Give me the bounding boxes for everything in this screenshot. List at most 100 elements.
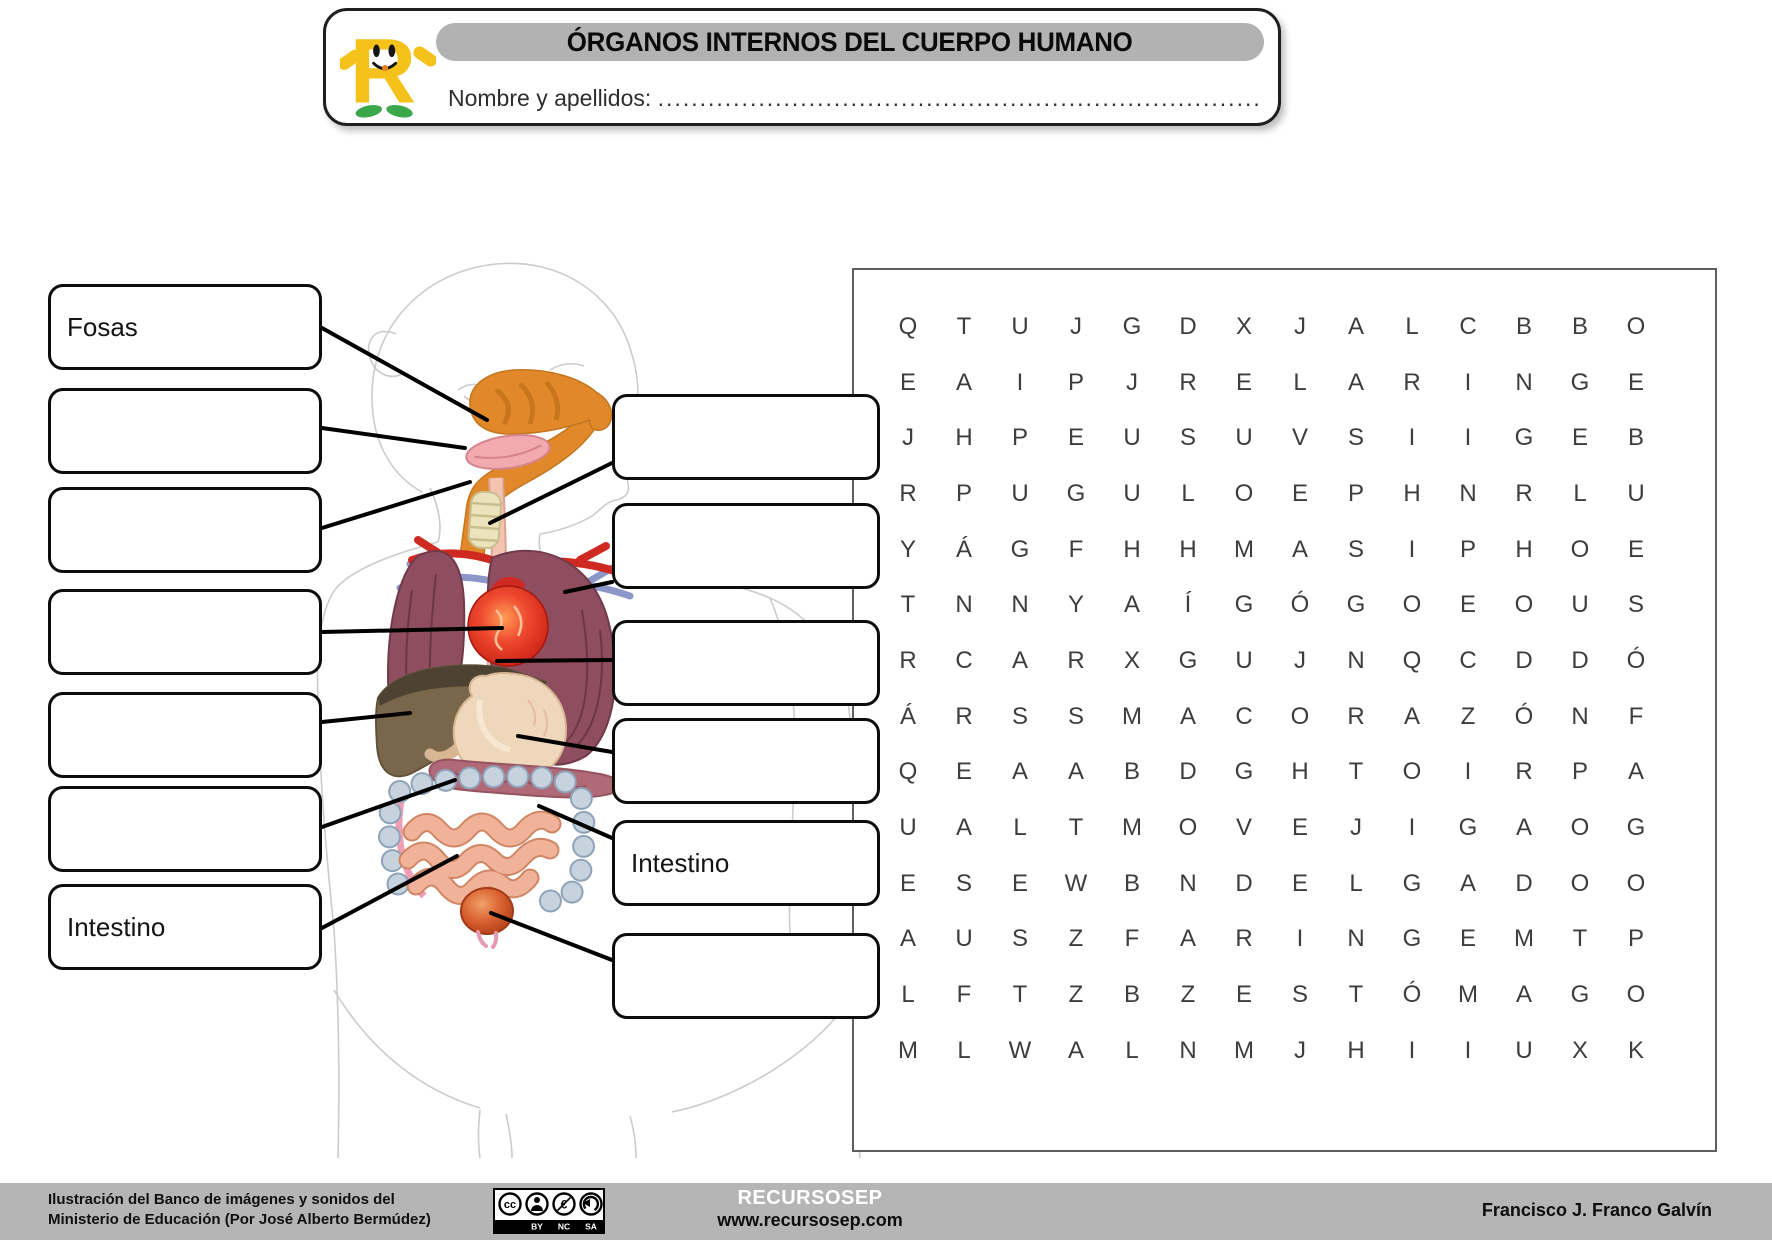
wordsearch-letter: S <box>1291 981 1308 1009</box>
wordsearch-letter: O <box>1402 591 1422 619</box>
answer-slot-left-3[interactable] <box>48 487 322 573</box>
wordsearch-letter: S <box>1067 702 1084 730</box>
site-name: RECURSOSEP <box>737 1187 883 1209</box>
name-fill-in-field[interactable]: ........................................… <box>657 85 1258 111</box>
wordsearch-letter: H <box>1179 535 1197 563</box>
wordsearch-letter: L <box>1125 1036 1139 1064</box>
answer-slot-fosas[interactable]: Fosas <box>48 284 322 370</box>
cc-logo-icon: cc <box>504 1199 516 1211</box>
wordsearch-letter: U <box>1123 424 1141 452</box>
wordsearch-letter: J <box>1294 1036 1306 1064</box>
answer-slot-left-5[interactable] <box>48 692 322 778</box>
wordsearch-letter: U <box>1571 591 1589 619</box>
answer-slot-right-3[interactable] <box>612 620 880 706</box>
wordsearch-letter: F <box>1628 702 1644 730</box>
wordsearch-letter: A <box>1291 535 1308 563</box>
wordsearch-letter: A <box>1515 814 1532 842</box>
answer-slot-intestino-left[interactable]: Intestino <box>48 884 322 970</box>
wordsearch-letter: E <box>1627 535 1644 563</box>
wordsearch-letter: G <box>1066 479 1086 507</box>
wordsearch-letter: J <box>1070 312 1082 340</box>
wordsearch-letter: R <box>1347 702 1365 730</box>
wordsearch-letter: M <box>898 1036 918 1064</box>
wordsearch-letter: E <box>1291 814 1308 842</box>
site-url-link[interactable]: www.recursosep.com <box>717 1210 903 1230</box>
wordsearch-letter: E <box>1067 424 1084 452</box>
wordsearch-letter: T <box>1572 925 1588 953</box>
wordsearch-letter: A <box>1067 758 1084 786</box>
wordsearch-letter: P <box>1011 424 1028 452</box>
wordsearch-letter: V <box>1291 424 1308 452</box>
wordsearch-letter: A <box>1179 702 1196 730</box>
wordsearch-letter: A <box>1067 1036 1084 1064</box>
wordsearch-letter: R <box>1067 646 1085 674</box>
wordsearch-letter: L <box>1013 814 1027 842</box>
wordsearch-letter: S <box>1011 925 1028 953</box>
wordsearch-letter: A <box>1627 758 1644 786</box>
wordsearch-letter: N <box>1179 1036 1197 1064</box>
wordsearch-letter: V <box>1235 814 1252 842</box>
wordsearch-letter: A <box>1403 702 1420 730</box>
wordsearch-letter: S <box>1179 424 1196 452</box>
wordsearch-letter: H <box>1123 535 1141 563</box>
wordsearch-letter: R <box>1179 368 1197 396</box>
wordsearch-letter: M <box>1514 925 1534 953</box>
wordsearch-letter: G <box>1122 312 1142 340</box>
wordsearch-letter: G <box>1570 368 1590 396</box>
wordsearch-letter: P <box>955 479 972 507</box>
wordsearch-letter: W <box>1064 869 1088 897</box>
wordsearch-letter: Q <box>1402 646 1422 674</box>
wordsearch-letter: A <box>1347 368 1364 396</box>
wordsearch-letter: S <box>1011 702 1028 730</box>
wordsearch-letter: E <box>1235 368 1252 396</box>
wordsearch-letter: L <box>957 1036 971 1064</box>
trachea <box>467 490 503 550</box>
wordsearch-letter: I <box>1296 925 1304 953</box>
site-block: RECURSOSEP www.recursosep.com <box>660 1187 960 1231</box>
wordsearch-letter: I <box>1016 368 1024 396</box>
wordsearch-letter: Á <box>955 535 972 563</box>
wordsearch-letter: A <box>955 368 972 396</box>
answer-slot-right-6[interactable] <box>612 933 880 1019</box>
credit-line-2: Ministerio de Educación (Por José Albert… <box>48 1210 431 1228</box>
wordsearch-letter: E <box>1627 368 1644 396</box>
wordsearch-letter: D <box>1179 312 1197 340</box>
wordsearch-letter: L <box>1573 479 1587 507</box>
cc-by-nc-sa-badge-icon[interactable]: cc € BY NC SA <box>493 1188 605 1234</box>
wordsearch-letter: Í <box>1184 591 1192 619</box>
answer-slot-intestino-right[interactable]: Intestino <box>612 820 880 906</box>
wordsearch-letter: T <box>1348 981 1364 1009</box>
attribution-person-icon <box>534 1197 540 1203</box>
cc-term-by: BY <box>531 1222 543 1232</box>
wordsearch-letter: P <box>1067 368 1084 396</box>
mesentery-vessel <box>395 785 427 899</box>
wordsearch-letter: E <box>1235 981 1252 1009</box>
answer-slot-right-1[interactable] <box>612 394 880 480</box>
answer-slot-right-2[interactable] <box>612 503 880 589</box>
wordsearch-letter: U <box>1235 424 1253 452</box>
footer-bar: Ilustración del Banco de imágenes y soni… <box>0 1183 1772 1240</box>
answer-slot-left-2[interactable] <box>48 388 322 474</box>
wordsearch-letter: E <box>899 368 916 396</box>
wordsearch-letter: M <box>1458 981 1478 1009</box>
wordsearch-letter: G <box>1402 869 1422 897</box>
wordsearch-letter: M <box>1234 535 1254 563</box>
answer-slot-right-4[interactable] <box>612 718 880 804</box>
appendix <box>460 887 514 949</box>
wordsearch-letter: N <box>1459 479 1477 507</box>
wordsearch-letter: B <box>1627 424 1644 452</box>
wordsearch-letter: R <box>1235 925 1253 953</box>
wordsearch-letter: I <box>1464 424 1472 452</box>
wordsearch-letter: E <box>1571 424 1588 452</box>
wordsearch-letter: P <box>1571 758 1588 786</box>
wordsearch-letter: L <box>1293 368 1307 396</box>
wordsearch-letter: X <box>1123 646 1140 674</box>
wordsearch-letter: C <box>955 646 973 674</box>
wordsearch-letter: G <box>1346 591 1366 619</box>
answer-slot-left-4[interactable] <box>48 589 322 675</box>
wordsearch-letter: G <box>1458 814 1478 842</box>
answer-slot-left-6[interactable] <box>48 786 322 872</box>
esophagus <box>486 477 507 676</box>
wordsearch-letter: P <box>1459 535 1476 563</box>
wordsearch-letter: X <box>1235 312 1252 340</box>
